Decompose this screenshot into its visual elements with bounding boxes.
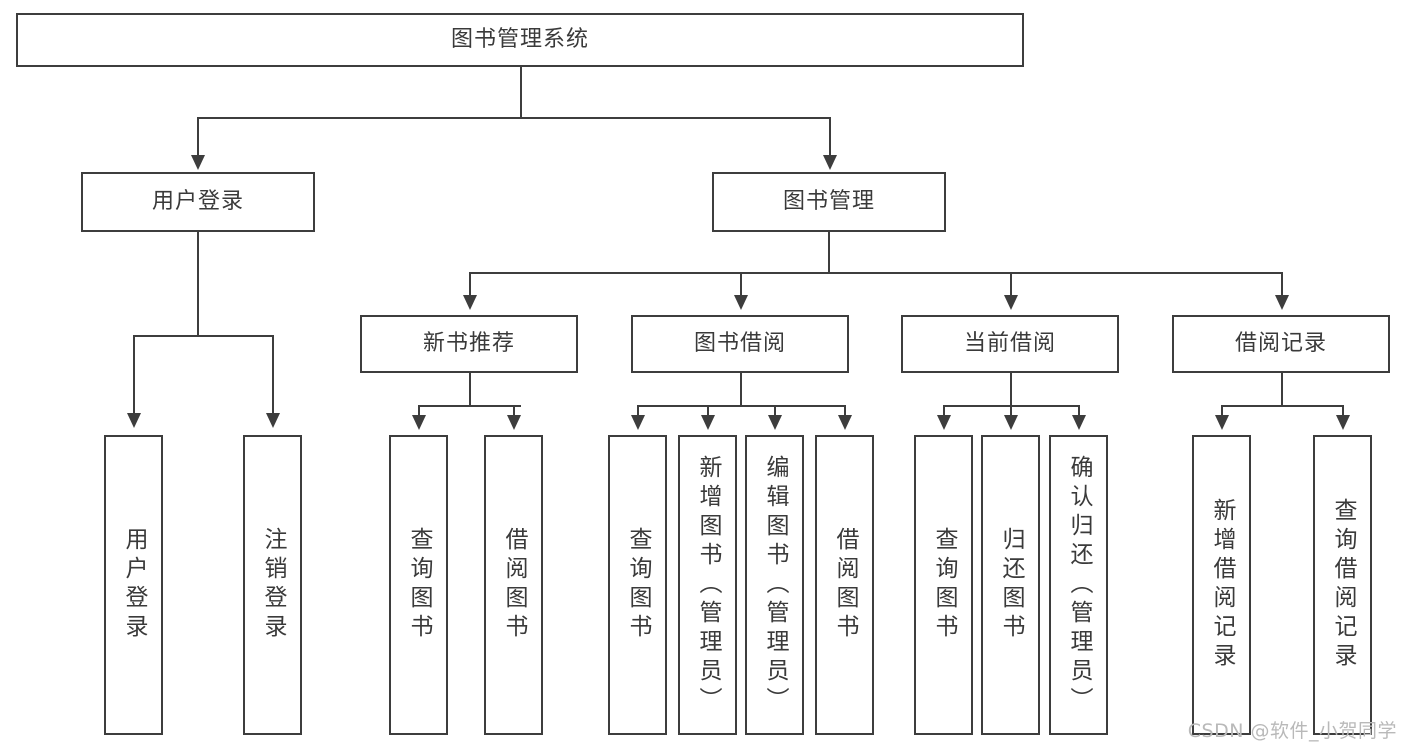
- connector-book-borrow-stem: [740, 373, 742, 406]
- node-book-borrow[interactable]: 图书借阅: [631, 315, 849, 373]
- arrowhead-book-borrow-leaf-2: [701, 415, 715, 430]
- node-label: 查询图书: [931, 527, 957, 643]
- connector-new-book-stem: [469, 373, 471, 406]
- connector-current-borrow-leaf-3: [1078, 405, 1080, 417]
- leaf-book-borrow-borrow-books[interactable]: 借阅图书: [815, 435, 874, 735]
- leaf-new-book-query-books[interactable]: 查询图书: [389, 435, 448, 735]
- leaf-current-borrow-query-books[interactable]: 查询图书: [914, 435, 973, 735]
- node-label: 用户登录: [121, 527, 147, 643]
- connector-book-borrow-leaf-4: [844, 405, 846, 417]
- arrowhead-book-borrow-leaf-1: [631, 415, 645, 430]
- node-label: 编辑图书（管理员）: [762, 454, 788, 716]
- arrowhead-book-borrow-leaf-3: [768, 415, 782, 430]
- arrowhead-current-borrow-leaf-3: [1072, 415, 1086, 430]
- connector-new-book-leaf-1: [418, 405, 420, 417]
- arrowhead-new-book-leaf-2: [507, 415, 521, 430]
- node-label: 查询借阅记录: [1330, 498, 1356, 672]
- node-label: 借阅记录: [1234, 331, 1327, 357]
- leaf-borrow-record-query-record[interactable]: 查询借阅记录: [1313, 435, 1372, 735]
- connector-book-borrow-bar: [637, 405, 845, 407]
- connector-root-stem: [520, 67, 522, 118]
- leaf-current-borrow-return-books[interactable]: 归还图书: [981, 435, 1040, 735]
- arrowhead-book-borrow-leaf-4: [838, 415, 852, 430]
- connector-book-borrow-leaf-1: [637, 405, 639, 417]
- connector-bm-to-current-borrow: [1010, 272, 1012, 297]
- node-borrow-record[interactable]: 借阅记录: [1172, 315, 1390, 373]
- arrowhead-root-to-user-login: [191, 155, 205, 170]
- connector-new-book-leaf-2: [513, 405, 515, 417]
- watermark-text: CSDN @软件_小贺同学: [1187, 720, 1397, 742]
- leaf-user-login-login[interactable]: 用户登录: [104, 435, 163, 735]
- arrowhead-user-login-leaf-2: [266, 413, 280, 428]
- connector-borrow-record-stem: [1281, 373, 1283, 406]
- connector-root-to-book-management: [829, 117, 831, 157]
- connector-book-management-bar: [469, 272, 1282, 274]
- node-label: 用户登录: [151, 189, 244, 215]
- leaf-user-login-logout[interactable]: 注销登录: [243, 435, 302, 735]
- node-label: 图书管理: [782, 189, 875, 215]
- node-label: 当前借阅: [963, 331, 1056, 357]
- leaf-new-book-borrow-books[interactable]: 借阅图书: [484, 435, 543, 735]
- node-label: 新书推荐: [422, 331, 515, 357]
- connector-user-login-to-leaf-1: [133, 335, 135, 415]
- connector-borrow-record-leaf-2: [1342, 405, 1344, 417]
- connector-current-borrow-leaf-2: [1010, 405, 1012, 417]
- node-label: 确认归还（管理员）: [1066, 454, 1092, 716]
- node-label: 新增图书（管理员）: [695, 454, 721, 716]
- arrowhead-borrow-record-leaf-1: [1215, 415, 1229, 430]
- arrowhead-user-login-leaf-1: [127, 413, 141, 428]
- node-new-book-recommend[interactable]: 新书推荐: [360, 315, 578, 373]
- connector-bm-to-new-book: [469, 272, 471, 297]
- arrowhead-bm-to-book-borrow: [734, 295, 748, 310]
- node-label: 查询图书: [625, 527, 651, 643]
- arrowhead-root-to-book-management: [823, 155, 837, 170]
- arrowhead-bm-to-current-borrow: [1004, 295, 1018, 310]
- node-book-management[interactable]: 图书管理: [712, 172, 946, 232]
- arrowhead-bm-to-borrow-record: [1275, 295, 1289, 310]
- node-root-book-management-system[interactable]: 图书管理系统: [16, 13, 1024, 67]
- leaf-current-borrow-confirm-return-admin[interactable]: 确认归还（管理员）: [1049, 435, 1108, 735]
- connector-borrow-record-bar: [1221, 405, 1343, 407]
- arrowhead-current-borrow-leaf-2: [1004, 415, 1018, 430]
- arrowhead-borrow-record-leaf-2: [1336, 415, 1350, 430]
- node-user-login[interactable]: 用户登录: [81, 172, 315, 232]
- connector-current-borrow-stem: [1010, 373, 1012, 406]
- node-current-borrow[interactable]: 当前借阅: [901, 315, 1119, 373]
- leaf-book-borrow-query-books[interactable]: 查询图书: [608, 435, 667, 735]
- node-label: 注销登录: [260, 527, 286, 643]
- connector-bm-to-borrow-record: [1281, 272, 1283, 297]
- arrowhead-bm-to-new-book: [463, 295, 477, 310]
- connector-root-to-user-login: [197, 117, 199, 157]
- node-label: 查询图书: [406, 527, 432, 643]
- arrowhead-current-borrow-leaf-1: [937, 415, 951, 430]
- connector-book-management-stem: [828, 232, 830, 273]
- node-label: 借阅图书: [501, 527, 527, 643]
- connector-book-borrow-leaf-2: [707, 405, 709, 417]
- connector-bm-to-book-borrow: [740, 272, 742, 297]
- connector-user-login-to-leaf-2: [272, 335, 274, 415]
- node-label: 图书借阅: [693, 331, 786, 357]
- connector-new-book-bar: [418, 405, 521, 407]
- node-label: 借阅图书: [832, 527, 858, 643]
- connector-user-login-bar: [133, 335, 273, 337]
- connector-book-borrow-leaf-3: [774, 405, 776, 417]
- connector-current-borrow-leaf-1: [943, 405, 945, 417]
- leaf-book-borrow-edit-book-admin[interactable]: 编辑图书（管理员）: [745, 435, 804, 735]
- node-label: 图书管理系统: [450, 27, 589, 53]
- connector-user-login-stem: [197, 232, 199, 336]
- connector-root-bar: [197, 117, 831, 119]
- leaf-book-borrow-add-book-admin[interactable]: 新增图书（管理员）: [678, 435, 737, 735]
- node-label: 新增借阅记录: [1209, 498, 1235, 672]
- leaf-borrow-record-add-record[interactable]: 新增借阅记录: [1192, 435, 1251, 735]
- connector-borrow-record-leaf-1: [1221, 405, 1223, 417]
- arrowhead-new-book-leaf-1: [412, 415, 426, 430]
- node-label: 归还图书: [998, 527, 1024, 643]
